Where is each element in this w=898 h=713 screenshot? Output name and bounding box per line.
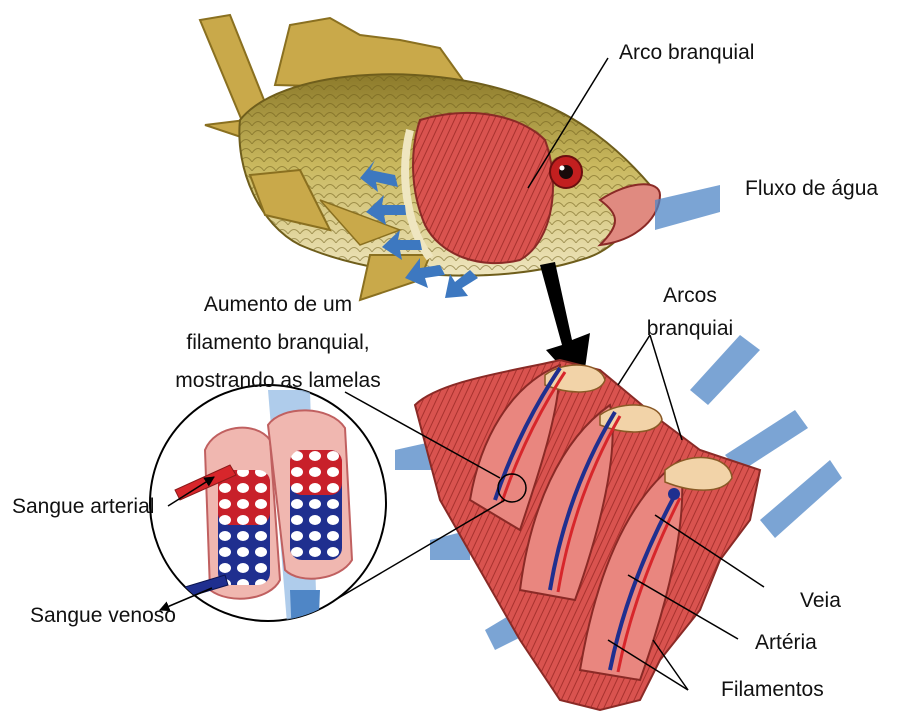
- label-fluxo-de-agua: Fluxo de água: [745, 176, 878, 202]
- label-arco-branquial: Arco branquial: [619, 40, 754, 66]
- label-veia: Veia: [800, 588, 841, 614]
- label-filamentos: Filamentos: [721, 677, 824, 703]
- label-arcos-line1: Arcos: [640, 283, 740, 309]
- water-flow-arrow: [655, 185, 720, 230]
- label-sangue-venoso: Sangue venoso: [30, 603, 176, 629]
- lamellae-magnified: [150, 385, 386, 668]
- fish: [200, 15, 660, 300]
- label-sangue-arterial: Sangue arterial: [12, 494, 154, 520]
- label-aumento-line2: filamento branquial,: [158, 330, 398, 356]
- label-arcos-line2: branquiai: [628, 316, 752, 342]
- label-aumento-line3: mostrando as lamelas: [158, 368, 398, 394]
- label-aumento-line1: Aumento de um: [158, 292, 398, 318]
- label-arteria: Artéria: [755, 630, 817, 656]
